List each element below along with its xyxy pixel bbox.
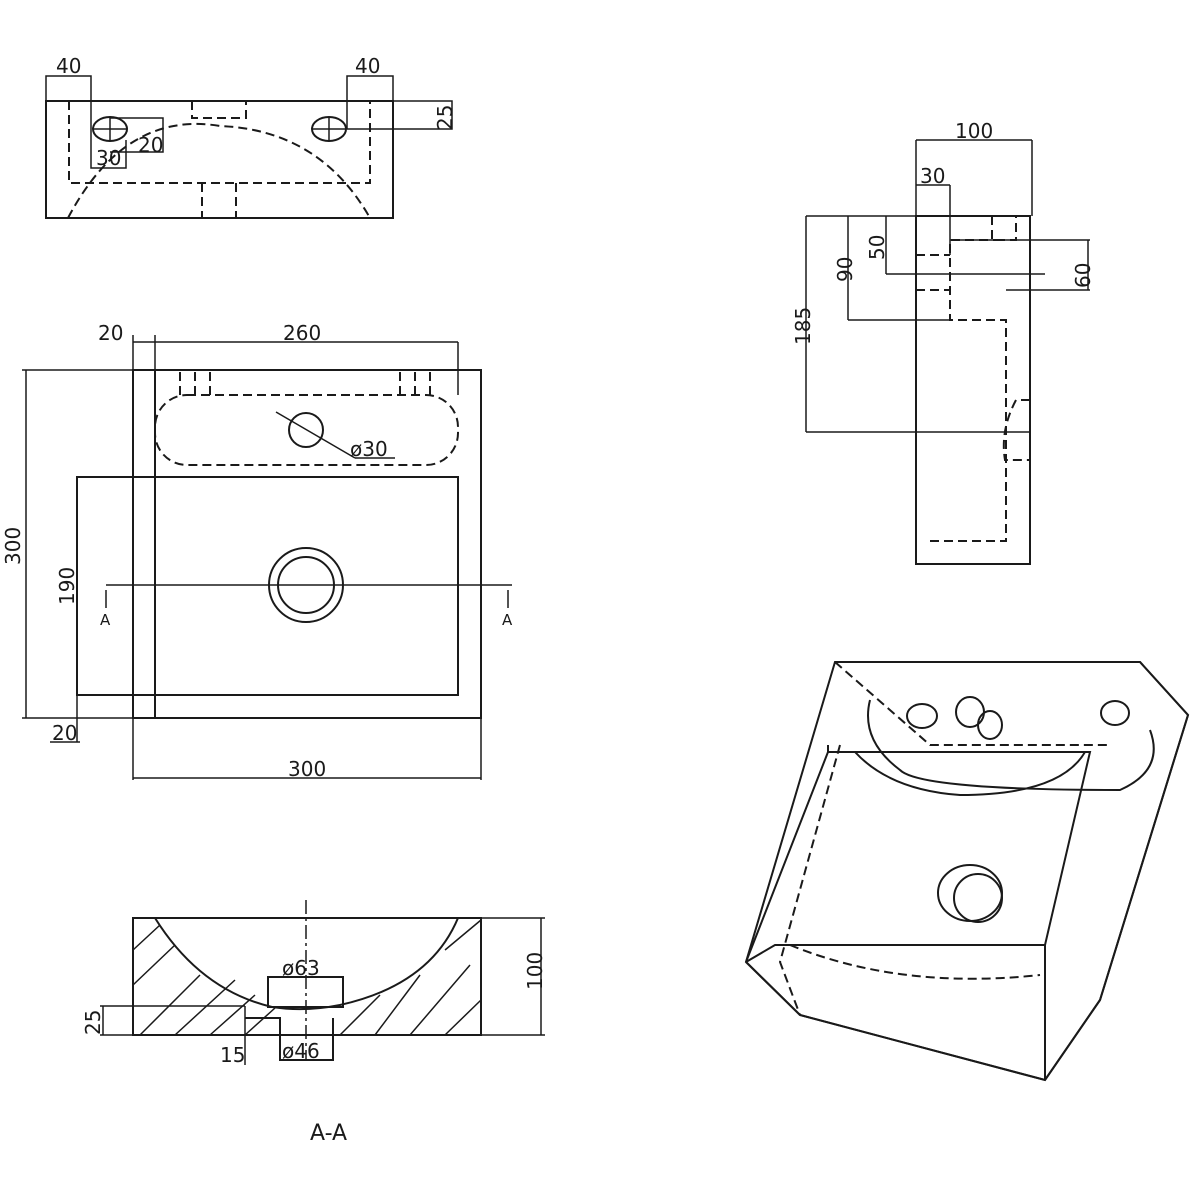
dim-label: 25	[81, 1010, 105, 1035]
dim-label: 30	[920, 164, 945, 188]
section-title: A-A	[310, 1121, 347, 1146]
dim-label: ø30	[350, 437, 388, 461]
dim-label: 15	[220, 1043, 245, 1067]
dim-label: ø46	[282, 1039, 320, 1063]
dim-label: ø63	[282, 956, 320, 980]
dim-label: 40	[56, 54, 81, 78]
dim-label: 20	[98, 321, 123, 345]
dim-label: 25	[433, 105, 457, 130]
top-view: 40 40 25 20 30	[45, 54, 457, 219]
isometric-view	[744, 661, 1190, 1082]
dim-label: 20	[52, 721, 77, 745]
section-marker: A	[502, 611, 513, 629]
dim-label: 100	[523, 952, 547, 990]
dim-label: 100	[955, 119, 993, 143]
side-view: 100 30 50 90 60 185	[791, 119, 1095, 565]
dim-label: 60	[1071, 263, 1095, 288]
dim-label: 185	[791, 307, 815, 345]
dim-label: 40	[355, 54, 380, 78]
dim-label: 90	[833, 257, 857, 282]
plan-view: 20 260 ø30 300 190 A A 20 300	[1, 321, 513, 781]
dim-label: 190	[55, 567, 79, 605]
dim-label: 300	[1, 527, 25, 565]
dim-label: 50	[865, 235, 889, 260]
dim-label: 20	[138, 133, 163, 157]
dim-label: 30	[96, 146, 121, 170]
section-marker: A	[100, 611, 111, 629]
dim-label: 300	[288, 757, 326, 781]
dim-label: 260	[283, 321, 321, 345]
section-view: 100 ø63 ø46 25 15 A-A	[81, 900, 547, 1146]
